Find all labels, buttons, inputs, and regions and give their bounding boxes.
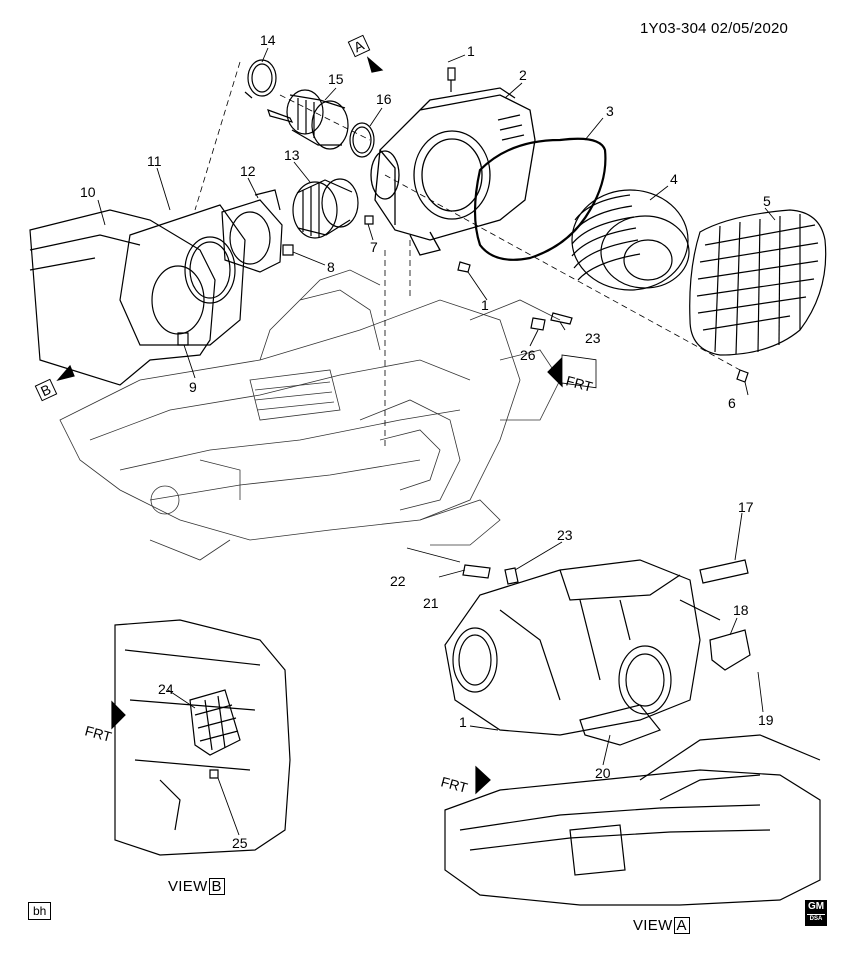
callout-22: 22: [390, 573, 406, 589]
callout-10: 10: [80, 184, 96, 200]
callout-2: 2: [519, 67, 527, 83]
view-a-drawing: [444, 559, 821, 906]
callout-19: 19: [758, 712, 774, 728]
callout-15: 15: [328, 71, 344, 87]
callout-26: 26: [520, 347, 536, 363]
callout-9: 9: [189, 379, 197, 395]
view-a-caption-letter: A: [673, 917, 690, 934]
callout-11: 11: [147, 153, 162, 169]
frt-indicators: [111, 356, 563, 795]
callout-18: 18: [733, 602, 749, 618]
view-a-caption-text: VIEW: [633, 917, 673, 934]
seal-plate: [221, 189, 283, 273]
callout-3: 3: [606, 103, 614, 119]
callout-21: 21: [423, 595, 439, 611]
callout-25: 25: [232, 835, 248, 851]
gm-logo: GM DSA: [805, 900, 827, 926]
callout-20: 20: [595, 765, 611, 781]
callout-4: 4: [670, 171, 678, 187]
engine-bay-outline: [59, 269, 561, 561]
view-marker-a: A: [347, 34, 371, 58]
frt-label-view-a: FRT: [439, 773, 470, 796]
callout-7: 7: [370, 239, 378, 255]
view-b-caption-text: VIEW: [168, 878, 208, 895]
callout-14: 14: [260, 32, 276, 48]
callout-13: 13: [284, 147, 300, 163]
callout-16: 16: [376, 91, 392, 107]
clamp-ring: [244, 59, 277, 99]
leader-lines: [97, 47, 776, 836]
callout-1-view-a: 1: [459, 714, 467, 730]
callout-17: 17: [738, 499, 754, 515]
gm-logo-text: GM: [807, 901, 825, 912]
fasteners: [177, 67, 749, 383]
callout-5: 5: [763, 193, 771, 209]
callout-1-lower: 1: [481, 297, 489, 313]
clamp-ring-2: [349, 122, 375, 158]
callout-1: 1: [467, 43, 475, 59]
callout-8: 8: [327, 259, 335, 275]
gm-logo-sub: DSA: [807, 914, 825, 923]
callout-6: 6: [728, 395, 736, 411]
frt-badge-main: [561, 354, 597, 389]
direction-arrows: [56, 56, 384, 382]
callout-23-view-a: 23: [557, 527, 573, 543]
callout-12: 12: [240, 163, 256, 179]
frt-label-view-b: FRT: [83, 722, 114, 745]
document-id: 1Y03-304 02/05/2020: [640, 20, 789, 37]
callout-24: 24: [158, 681, 174, 697]
outlet-duct: [292, 178, 359, 239]
callout-numbers: 1 2 3 4 5 6 7 8 9 10 11 12 13 14 15 16 1…: [80, 32, 774, 851]
view-marker-b: B: [34, 378, 58, 402]
view-b-caption-letter: B: [208, 878, 225, 895]
air-cleaner-cover: [689, 209, 827, 356]
duct-panel: [119, 204, 246, 346]
fender-panel: [29, 209, 216, 386]
alignment-lines: [194, 61, 741, 450]
gasket-seal: [473, 137, 607, 261]
view-b-drawing: [114, 619, 291, 856]
air-cleaner-housing: [370, 87, 536, 256]
illustrator-tag: bh: [28, 902, 52, 920]
inlet-duct: [267, 89, 349, 150]
frt-label-main: FRT: [564, 372, 595, 395]
air-filter-element: [571, 189, 690, 291]
callout-23-main: 23: [585, 330, 601, 346]
